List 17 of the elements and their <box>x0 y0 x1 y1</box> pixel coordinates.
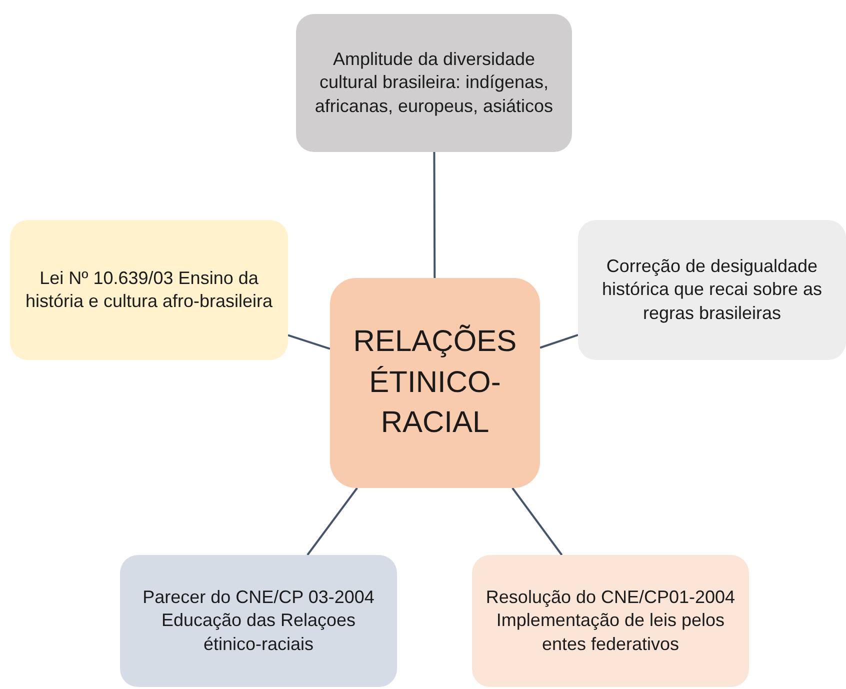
topic-text: RELAÇÕES ÉTINICO-RACIAL <box>352 324 518 442</box>
connector-line <box>540 334 578 349</box>
connector-line <box>306 487 358 556</box>
connector-line <box>288 334 330 350</box>
connector-line <box>433 152 436 278</box>
topic-text: Amplitude da diversidade cultural brasileira: indígenas, africanas, europeus, asiáticos <box>314 48 554 118</box>
topic-text: Correção de desigualdade histórica que recai sobre as regras brasileiras <box>600 254 824 325</box>
connector-line <box>512 487 563 556</box>
topic-box <box>578 220 846 360</box>
topic-box <box>472 555 749 687</box>
topic-text: Resolução do CNE/CP01-2004 Implementação de leis pelos entes federativos <box>484 586 736 656</box>
topic-box <box>10 220 288 360</box>
topic-text: Parecer do CNE/CP 03-2004 Educação das Relaçoes étinico-raciais <box>142 586 376 656</box>
topic-box <box>296 14 572 152</box>
topic-box <box>120 555 397 687</box>
central-topic-box <box>330 278 540 488</box>
topic-text: Lei Nº 10.639/03 Ensino da história e cultura afro-brasileira <box>24 266 274 313</box>
